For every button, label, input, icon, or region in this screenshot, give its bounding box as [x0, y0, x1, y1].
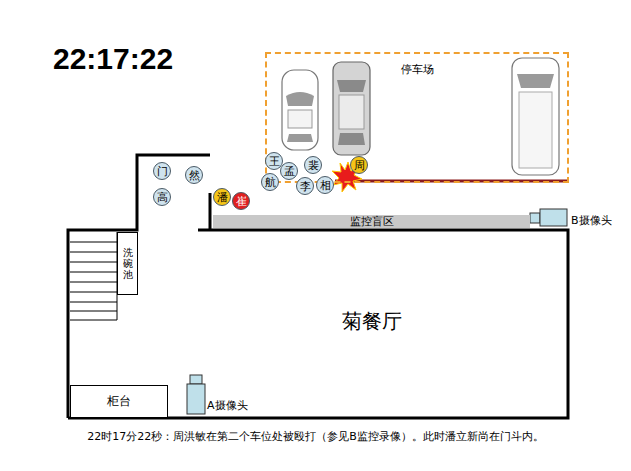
person-circle: 门: [153, 162, 171, 180]
sink-box: 洗碗池: [117, 232, 138, 295]
person-circle-text: 崔: [236, 196, 247, 207]
parking-area-text: 停车场: [401, 62, 434, 181]
counter-box-text: 柜台: [107, 393, 131, 410]
camera-b: [530, 209, 567, 226]
person-circle: 相: [316, 176, 334, 194]
timestamp-title: 22:17:22: [53, 42, 173, 76]
restaurant-building-text: 菊餐厅: [342, 308, 402, 335]
person-circle: 高: [153, 188, 171, 206]
person-circle-text: 高: [157, 192, 168, 203]
camera-label: A摄像头: [207, 398, 248, 413]
person-circle: 孟: [280, 162, 298, 180]
person-circle: 然: [185, 166, 203, 184]
building-walls: [68, 155, 568, 418]
person-circle: 裴: [304, 156, 322, 174]
sink-box-text: 洗碗池: [123, 247, 133, 280]
person-circle: 崔: [232, 192, 250, 210]
restaurant-building: 菊餐厅 洗碗池柜台: [68, 230, 568, 418]
person-circle-text: 周: [354, 160, 365, 171]
camera-a: [187, 375, 205, 414]
person-circle-text: 孟: [284, 166, 295, 177]
grey-car: [333, 62, 370, 155]
person-circle: 潘: [213, 188, 231, 206]
person-circle-text: 李: [300, 181, 311, 192]
van-car: [512, 58, 559, 175]
person-circle: 周: [350, 156, 368, 174]
person-circle-text: 相: [320, 180, 331, 191]
blind-zone-band: 监控盲区: [213, 215, 530, 228]
sedan-car: [282, 70, 318, 150]
camera-label: B摄像头: [571, 213, 612, 228]
person-circle: 李: [296, 177, 314, 195]
counter-box: 柜台: [70, 385, 168, 418]
stairs: [70, 232, 117, 320]
person-circle-text: 裴: [308, 160, 319, 171]
person-circle-text: 然: [189, 170, 200, 181]
blind-zone-band-text: 监控盲区: [350, 216, 394, 227]
person-circle-text: 王: [269, 156, 280, 167]
person-circle-text: 航: [265, 177, 276, 188]
person-circle-text: 潘: [217, 192, 228, 203]
person-circle-text: 门: [157, 166, 168, 177]
caption: 22时17分22秒：周洪敏在第二个车位处被殴打（参见B监控录像）。此时潘立新尚在…: [87, 429, 544, 444]
person-circle: 航: [261, 173, 279, 191]
